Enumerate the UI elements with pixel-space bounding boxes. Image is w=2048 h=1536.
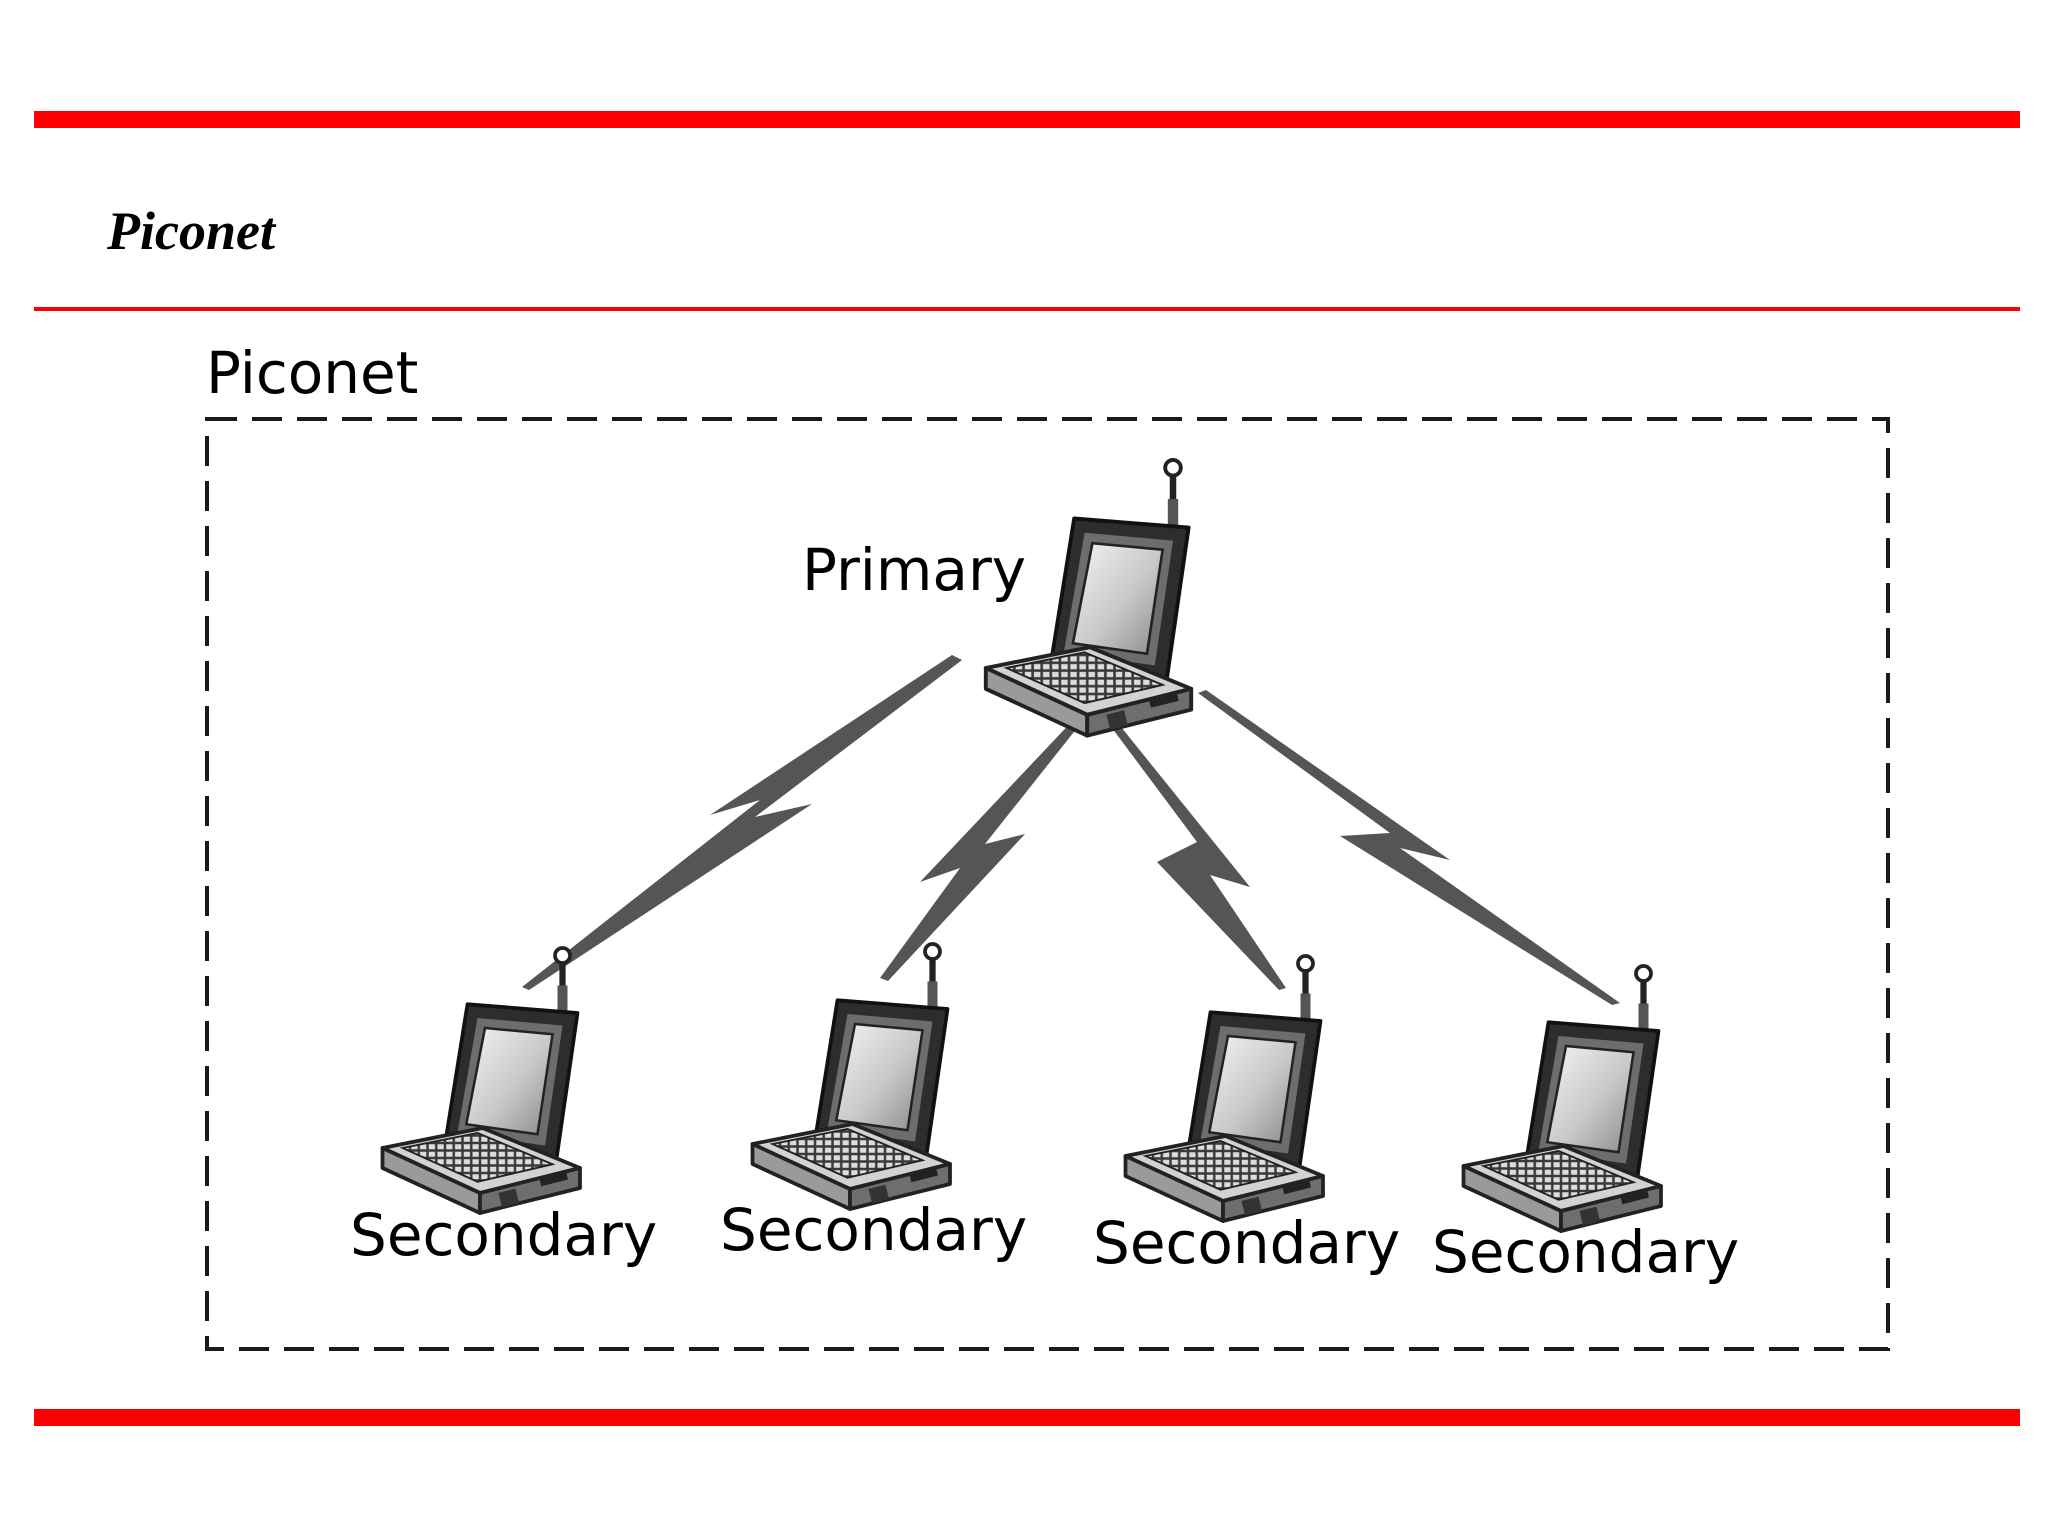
laptop-with-antenna-icon — [753, 944, 951, 1209]
piconet-group-label: Piconet — [206, 339, 418, 407]
wireless-link-icon — [880, 715, 1085, 981]
wireless-link-4 — [1198, 690, 1620, 1005]
secondary-label-4: Secondary — [1432, 1218, 1739, 1286]
laptop-with-antenna-icon — [1464, 966, 1662, 1231]
secondary-label-1: Secondary — [350, 1201, 657, 1269]
secondary-node-3: Secondary — [1093, 956, 1400, 1277]
laptop-with-antenna-icon — [383, 948, 581, 1213]
wireless-link-icon — [522, 655, 962, 990]
wireless-link-icon — [1106, 717, 1286, 990]
wireless-link-icon — [1198, 690, 1620, 1005]
bottom-red-rule — [34, 1409, 2020, 1426]
primary-node: Primary — [802, 460, 1191, 736]
title-underline-rule — [34, 307, 2020, 311]
secondary-node-2: Secondary — [720, 944, 1027, 1264]
secondary-node-1: Secondary — [350, 948, 657, 1269]
laptop-with-antenna-icon — [1126, 956, 1324, 1221]
secondary-label-2: Secondary — [720, 1196, 1027, 1264]
wireless-link-3 — [1106, 717, 1286, 990]
wireless-link-2 — [880, 715, 1085, 981]
secondary-label-3: Secondary — [1093, 1209, 1400, 1277]
top-red-rule — [34, 111, 2020, 128]
secondary-node-4: Secondary — [1432, 966, 1739, 1286]
primary-label: Primary — [802, 536, 1026, 604]
slide-title: Piconet — [107, 201, 275, 261]
wireless-link-1 — [522, 655, 962, 990]
